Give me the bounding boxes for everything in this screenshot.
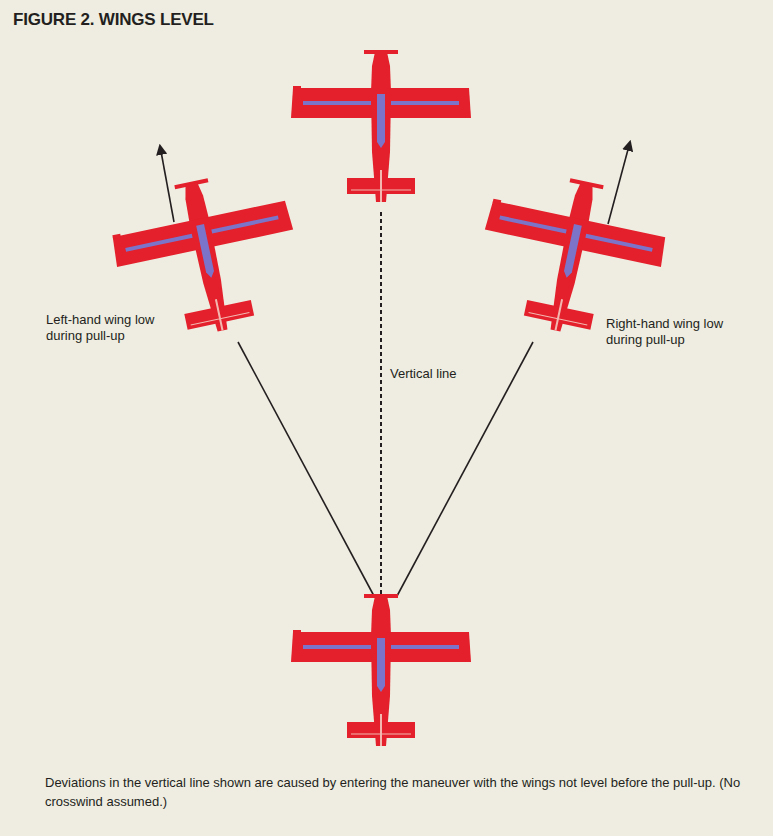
figure-title: FIGURE 2. WINGS LEVEL bbox=[13, 10, 214, 30]
caption-text: Deviations in the vertical line shown ar… bbox=[45, 774, 757, 812]
line-label: Vertical line bbox=[388, 366, 458, 382]
callout-label: Right-hand wing low during pull-up bbox=[604, 316, 758, 347]
callout-label: Left-hand wing low during pull-up bbox=[44, 312, 184, 343]
